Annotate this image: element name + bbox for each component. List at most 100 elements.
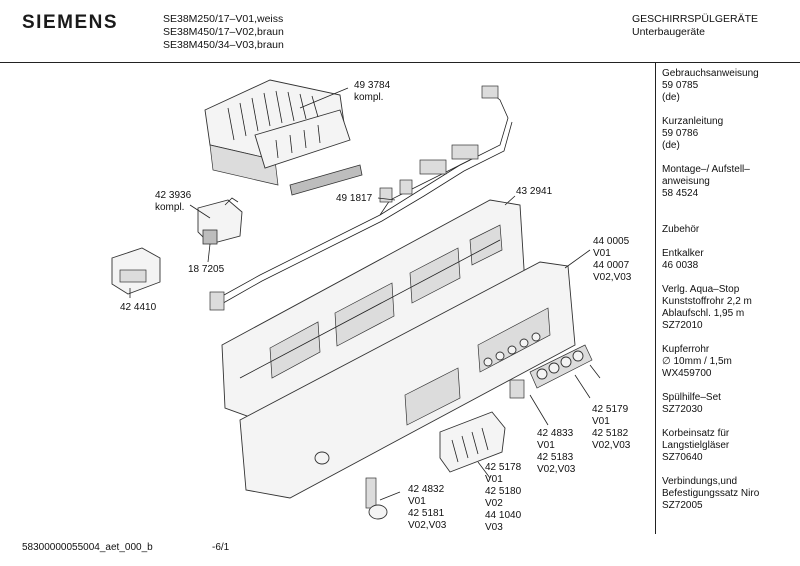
part-number: 18 7205 [188,264,225,275]
part-number: 42 4833 [537,428,574,439]
document-code: 58300000055004_aet_000_b [22,542,153,553]
entry-line: Zubehör [662,224,700,235]
appliance-category: GESCHIRRSPÜLGERÄTE Unterbaugeräte [632,13,758,39]
part-number: 44 0007 [593,260,630,271]
small-button-part [509,379,525,399]
relay-part [197,197,243,245]
callout-187205: 18 7205 [188,264,224,276]
entry-line: 59 0785 [662,80,699,91]
cable-harness-part [209,85,513,311]
callout-424832: 42 4832 V01 42 5181 V02,V03 [408,484,446,532]
entry-line: Entkalker [662,248,704,259]
part-number: 49 3784 [354,80,391,91]
sidebar-divider [655,62,656,534]
entry-line: Ablaufschl. 1,95 m [662,308,745,319]
part-number: 42 3936 [155,190,192,201]
part-variant: V02,V03 [593,272,632,283]
connector-block-part [111,247,161,295]
model-line: SE38M450/34–V03,braun [163,39,284,51]
entry-line: Korbeinsatz für [662,428,730,439]
entry-line: WX459700 [662,368,712,379]
entry-line: Langstielgläser [662,440,730,451]
part-number: 42 5183 [537,452,574,463]
latch-knob-part [365,477,388,520]
part-number: 49 1817 [336,193,373,204]
entry-line: Verlg. Aqua–Stop [662,284,740,295]
part-variant: V01 [593,248,611,259]
button-set-part [529,344,593,389]
part-number: 42 5181 [408,508,445,519]
entry-line: anweisung [662,176,710,187]
handle-grip-part [439,411,506,473]
part-number: 42 5178 [485,462,522,473]
sidebar-entry: Zubehör [662,224,798,236]
entry-line: (de) [662,140,680,151]
part-number: 42 5182 [592,428,629,439]
callout-491817: 49 1817 [336,193,372,205]
entry-line: Kurzanleitung [662,116,724,127]
rear-frame-part [221,199,526,421]
part-variant: V01 [592,416,610,427]
front-panel-part [239,261,576,499]
entry-line: Verbindungs,und [662,476,738,487]
part-number: 42 5179 [592,404,629,415]
control-module-part [204,79,363,196]
part-number: 44 0005 [593,236,630,247]
part-number: 44 1040 [485,510,522,521]
part-number: 42 4832 [408,484,445,495]
entry-line: Spülhilfe–Set [662,392,721,403]
exploded-view-drawing [111,79,601,520]
entry-line: (de) [662,92,680,103]
part-variant: V02,V03 [592,440,631,451]
sidebar-entry: Verbindungs,und Befestigungssatz Niro SZ… [662,476,798,512]
sidebar-entry: Korbeinsatz für Langstielgläser SZ70640 [662,428,798,464]
entry-line: SZ72030 [662,404,703,415]
sidebar-entry: Entkalker 46 0038 [662,248,798,272]
sidebar-entry: Spülhilfe–Set SZ72030 [662,392,798,416]
part-note: kompl. [155,202,185,213]
callout-493784: 49 3784 kompl. [354,80,390,104]
entry-line: Befestigungssatz Niro [662,488,760,499]
callout-423936: 42 3936 kompl. [155,190,191,214]
brand-logo: SIEMENS [22,12,119,33]
accessories-sidebar: Gebrauchsanweisung 59 0785 (de) Kurzanle… [662,68,798,524]
part-variant: V02,V03 [408,520,447,531]
part-variant: V01 [408,496,426,507]
entry-line: 46 0038 [662,260,699,271]
model-line: SE38M250/17–V01,weiss [163,13,284,25]
callout-432941: 43 2941 [516,186,552,198]
part-variant: V02,V03 [537,464,576,475]
callout-425179: 42 5179 V01 42 5182 V02,V03 [592,404,630,452]
model-list: SE38M250/17–V01,weiss SE38M450/17–V02,br… [163,13,284,52]
part-note: kompl. [354,92,384,103]
page-number: -6/1 [212,542,230,553]
callout-424833: 42 4833 V01 42 5183 V02,V03 [537,428,575,476]
part-number: 43 2941 [516,186,553,197]
sidebar-entry: Kupferrohr ∅ 10mm / 1,5m WX459700 [662,344,798,380]
category-line: Unterbaugeräte [632,26,705,38]
leader-lines [129,87,601,501]
part-variant: V01 [537,440,555,451]
entry-line: SZ72005 [662,500,703,511]
part-variant: V01 [485,474,503,485]
entry-line: ∅ 10mm / 1,5m [662,356,732,367]
category-line: GESCHIRRSPÜLGERÄTE [632,13,759,25]
sidebar-entry: Gebrauchsanweisung 59 0785 (de) [662,68,798,104]
part-variant: V02 [485,498,503,509]
model-line: SE38M450/17–V02,braun [163,26,284,38]
header-divider [0,62,800,63]
entry-line: SZ72010 [662,320,703,331]
entry-line: Kunststoffrohr 2,2 m [662,296,752,307]
sidebar-entry: Verlg. Aqua–Stop Kunststoffrohr 2,2 m Ab… [662,284,798,332]
part-number: 42 4410 [120,302,157,313]
entry-line: Kupferrohr [662,344,710,355]
entry-line: SZ70640 [662,452,703,463]
callout-425178: 42 5178 V01 42 5180 V02 44 1040 V03 [485,462,521,534]
callout-424410: 42 4410 [120,302,156,314]
part-number: 42 5180 [485,486,522,497]
entry-line: Gebrauchsanweisung [662,68,759,79]
sidebar-entry: Kurzanleitung 59 0786 (de) [662,116,798,152]
entry-line: 59 0786 [662,128,699,139]
entry-line: Montage–/ Aufstell– [662,164,750,175]
part-variant: V03 [485,522,503,533]
